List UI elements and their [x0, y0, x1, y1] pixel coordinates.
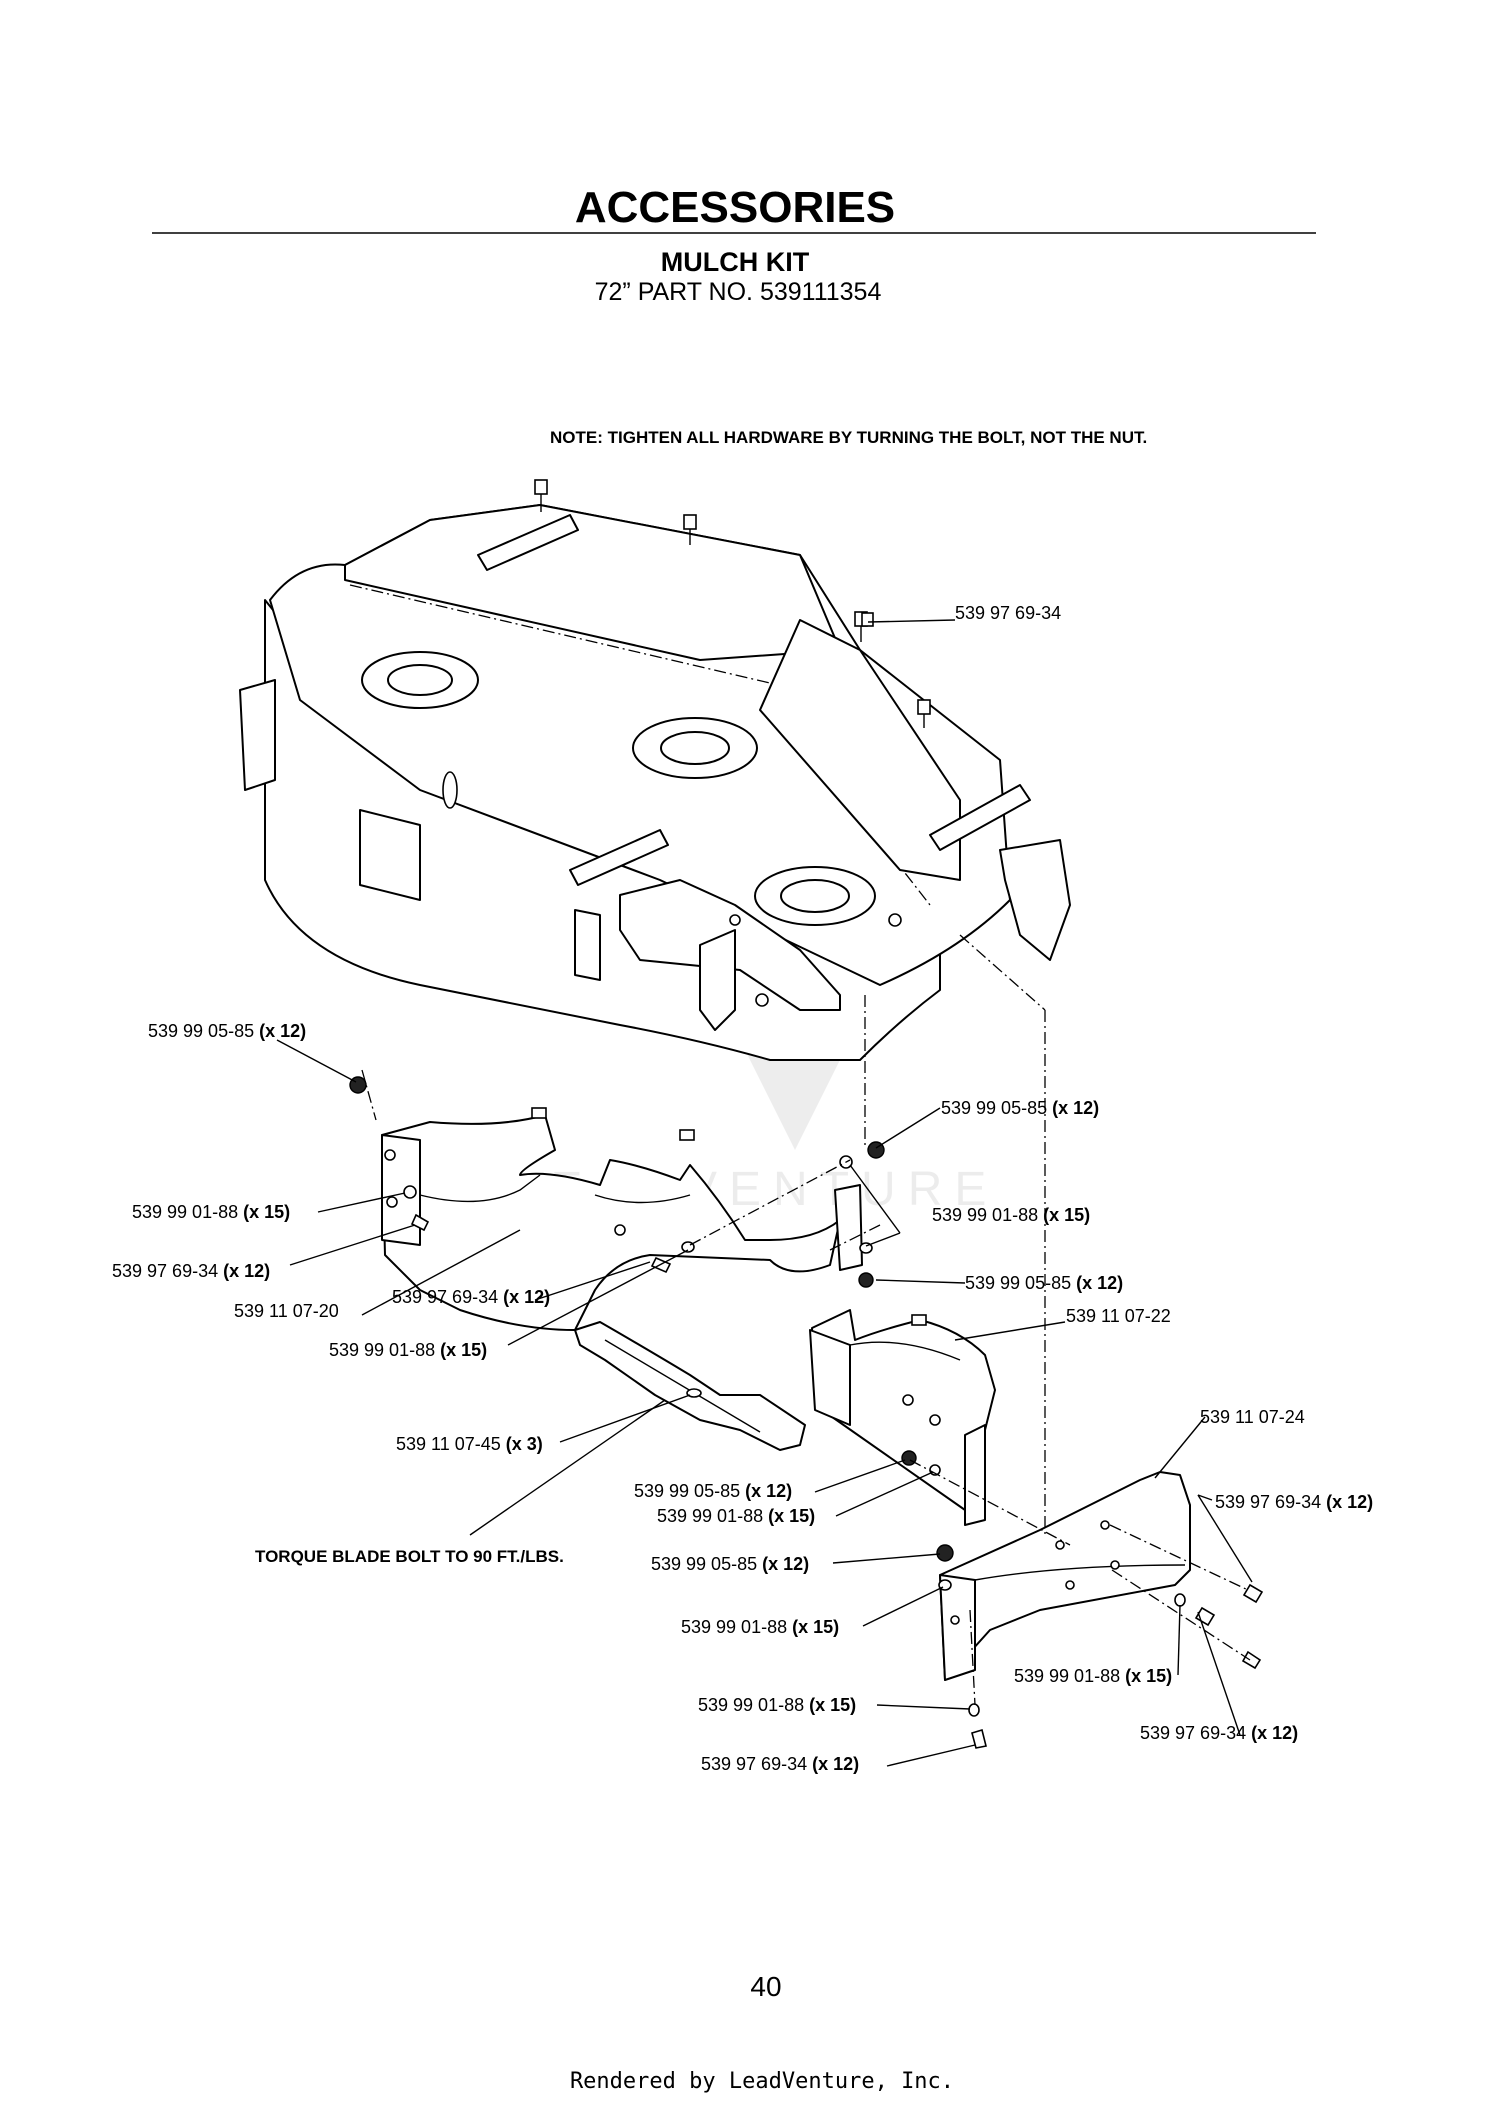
callout-539-99-05-85-middle-baffle: 539 99 05-85 (x 12) [634, 1481, 792, 1501]
right-baffle [939, 1471, 1191, 1681]
callout-539-11-07-24: 539 11 07-24 [1200, 1407, 1305, 1427]
page-number: 40 [750, 1971, 781, 2002]
callout-539-99-05-85-right-mid: 539 99 05-85 (x 12) [965, 1273, 1123, 1293]
callout-539-99-05-85-right-baffle: 539 99 05-85 (x 12) [651, 1554, 809, 1574]
callout-539-99-01-88-lower-left: 539 99 01-88 (x 15) [329, 1340, 487, 1360]
middle-baffle [809, 1309, 996, 1526]
callout-539-97-69-34-right-upper: 539 97 69-34 (x 12) [1215, 1492, 1373, 1512]
hardware-parts [349, 612, 1264, 1749]
callout-labels: 539 97 69-34 539 99 05-85 (x 12) 539 99 … [112, 603, 1373, 1774]
callout-539-99-01-88-center: 539 99 01-88 (x 15) [932, 1205, 1090, 1225]
callout-539-99-01-88-right-baffle: 539 99 01-88 (x 15) [681, 1617, 839, 1637]
kit-part-number: 72” PART NO. 539111354 [595, 278, 882, 306]
callout-539-99-01-88-bottom: 539 99 01-88 (x 15) [698, 1695, 856, 1715]
callout-539-11-07-45: 539 11 07-45 (x 3) [396, 1434, 543, 1454]
callout-539-97-69-34-bottom: 539 97 69-34 (x 12) [701, 1754, 859, 1774]
callout-539-99-05-85-right-upper: 539 99 05-85 (x 12) [941, 1098, 1099, 1118]
mower-blade [574, 1321, 806, 1451]
left-baffle [381, 1107, 863, 1331]
hardware-note: NOTE: TIGHTEN ALL HARDWARE BY TURNING TH… [550, 428, 1147, 447]
callout-539-11-07-20: 539 11 07-20 [234, 1301, 339, 1321]
callout-539-11-07-22: 539 11 07-22 [1066, 1306, 1171, 1326]
callout-539-99-01-88-right: 539 99 01-88 (x 15) [1014, 1666, 1172, 1686]
callout-539-99-05-85-left: 539 99 05-85 (x 12) [148, 1021, 306, 1041]
callout-539-97-69-34-right-lower: 539 97 69-34 (x 12) [1140, 1723, 1298, 1743]
page-title: ACCESSORIES [575, 183, 895, 232]
callout-539-99-01-88-middle-baffle: 539 99 01-88 (x 15) [657, 1506, 815, 1526]
callout-539-97-69-34-left: 539 97 69-34 (x 12) [112, 1261, 270, 1281]
kit-name: MULCH KIT [661, 247, 810, 277]
mower-deck [239, 479, 1071, 1061]
torque-note: TORQUE BLADE BOLT TO 90 FT./LBS. [255, 1547, 564, 1566]
alignment-lines [361, 934, 1251, 1706]
callout-539-97-69-34-top: 539 97 69-34 [955, 603, 1061, 623]
callout-539-97-69-34-center: 539 97 69-34 (x 12) [392, 1287, 550, 1307]
leader-lines [276, 619, 1253, 1767]
footer-credit: Rendered by LeadVenture, Inc. [570, 2069, 954, 2094]
callout-539-99-01-88-left: 539 99 01-88 (x 15) [132, 1202, 290, 1222]
